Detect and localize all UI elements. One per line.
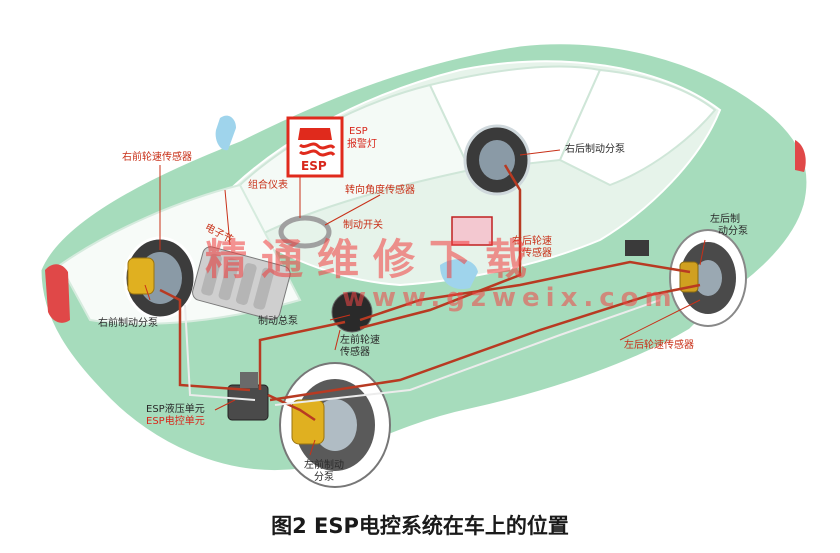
figure-caption: 图2 ESP电控系统在车上的位置 [271, 514, 569, 538]
engine [192, 246, 291, 321]
rr-sensor-box [451, 216, 493, 246]
side-window-rear [558, 68, 717, 187]
rf-speed-sensor-label: 右前轮速传感器 [122, 152, 192, 163]
esp-lamp-label-line2: 报警灯 [347, 139, 377, 150]
lr-caliper-label-1: 左后制 [710, 214, 740, 225]
lf-speed-sensor-label-1: 左前轮速 [340, 335, 380, 346]
rr-speed-sensor-label-2: 传感器 [522, 248, 552, 259]
headlight [45, 264, 70, 323]
lf-caliper [291, 399, 325, 445]
lf-caliper-label-1: 左前制动 [304, 460, 344, 471]
combo-meter-label: 组合仪表 [248, 180, 288, 191]
watermark-text: 精通维修下载 [205, 235, 542, 284]
side-mirror [215, 115, 236, 151]
brake-switch-label: 制动开关 [343, 220, 383, 231]
rear-valve [625, 240, 649, 256]
right-mirror [440, 259, 478, 290]
lr-caliper [679, 261, 699, 293]
esp-ecu-label: ESP电控单元 [146, 416, 205, 427]
lf-caliper-label-2: 分泵 [314, 472, 334, 483]
rf-caliper-label: 右前制动分泵 [98, 318, 158, 329]
hydraulic-unit-label: ESP液压单元 [146, 404, 205, 415]
esp-lamp-label-line1: ESP [349, 126, 368, 137]
lr-caliper-label-2: 动分泵 [718, 226, 748, 237]
steering-wheel [278, 215, 332, 249]
rr-caliper-label: 右后制动分泵 [565, 144, 625, 155]
master-cylinder-label: 制动总泵 [258, 316, 298, 327]
taillight [795, 140, 806, 172]
lr-speed-sensor-label: 左后轮速传感器 [624, 340, 694, 351]
skid-car-icon [298, 128, 332, 140]
steering-angle-sensor-label: 转向角度传感器 [345, 185, 415, 196]
esp-lamp-badge: ESP [301, 159, 327, 173]
rf-caliper [127, 257, 155, 295]
brake-lines [159, 164, 701, 422]
rr-speed-sensor-label-1: 右后轮速 [512, 236, 552, 247]
watermark-url: www.gzweix.com [342, 283, 678, 313]
lf-speed-sensor-label-2: 传感器 [340, 347, 370, 358]
